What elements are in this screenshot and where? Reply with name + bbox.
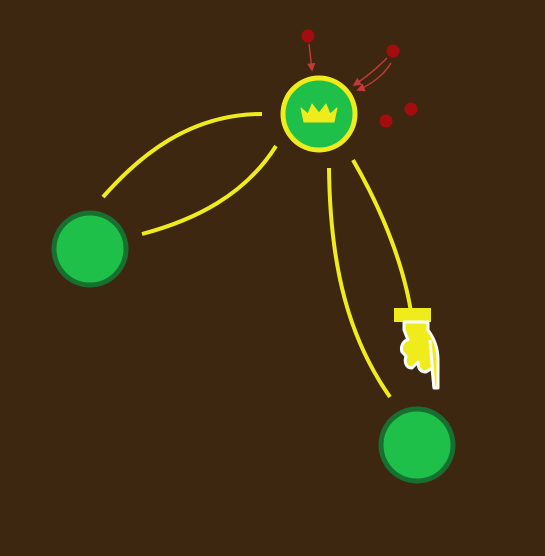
enemy-units	[301, 29, 418, 128]
enemy-unit[interactable]	[301, 29, 315, 43]
enemy-unit[interactable]	[379, 114, 393, 128]
link-capital-left[interactable]	[101, 112, 278, 236]
enemy-unit[interactable]	[404, 102, 418, 116]
pointing-hand-icon	[394, 308, 440, 390]
node-capital[interactable]	[280, 75, 358, 153]
node-left[interactable]	[51, 210, 129, 288]
enemy-attack-arrow	[352, 57, 388, 86]
link-lane-lower[interactable]	[141, 144, 278, 236]
node-bottom[interactable]	[378, 406, 456, 484]
enemy-attack-arrow	[307, 43, 316, 72]
enemy-unit[interactable]	[386, 44, 400, 58]
crown-icon	[300, 103, 338, 123]
link-lane-left[interactable]	[327, 167, 392, 399]
node-left-circle[interactable]	[51, 210, 129, 288]
link-lane-right[interactable]	[351, 158, 414, 319]
enemy-attack-arrow	[356, 62, 392, 92]
node-bottom-circle[interactable]	[378, 406, 456, 484]
link-capital-bottom[interactable]	[327, 158, 414, 399]
link-lane-upper[interactable]	[101, 112, 263, 199]
